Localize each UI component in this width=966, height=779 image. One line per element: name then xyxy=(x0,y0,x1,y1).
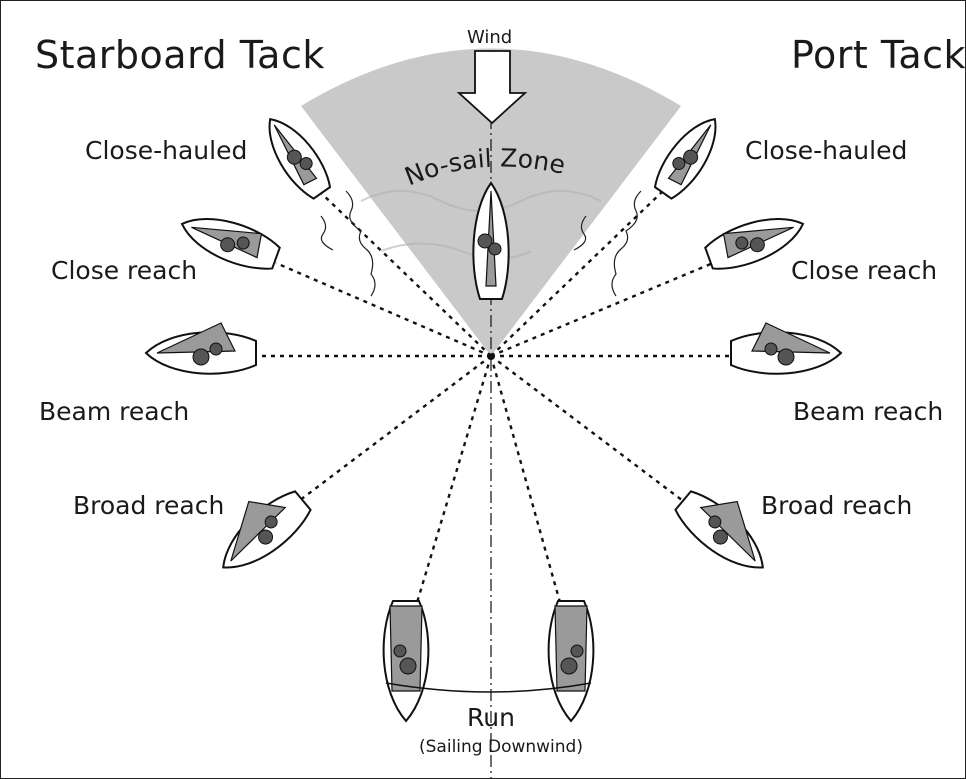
boat-close-hauled-right xyxy=(653,117,717,200)
boat-broad-reach-right xyxy=(674,490,764,569)
boat-beam-reach-right xyxy=(730,322,843,375)
wake-right xyxy=(611,190,642,297)
label-close-hauled-left: Close-hauled xyxy=(85,136,248,165)
label-run: Run xyxy=(467,703,515,732)
heading-line-close-hauled-left xyxy=(318,190,492,357)
label-close-hauled-right: Close-hauled xyxy=(745,136,908,165)
boat-run-left xyxy=(382,600,430,723)
wake-right-2 xyxy=(573,215,587,251)
label-run-note: (Sailing Downwind) xyxy=(419,737,583,757)
wake-left-2 xyxy=(320,215,334,251)
heading-line-run-left xyxy=(414,355,493,607)
boat-close-hauled-left xyxy=(268,117,332,200)
heading-line-close-reach-right xyxy=(490,261,714,358)
port-tack-title: Port Tack xyxy=(791,33,966,77)
boat-close-reach-left xyxy=(180,218,281,270)
boat-close-reach-right xyxy=(704,218,805,270)
label-close-reach-right: Close reach xyxy=(791,256,938,285)
run-boats-connector xyxy=(385,682,592,693)
label-beam-reach-right: Beam reach xyxy=(793,397,944,426)
wake-marks xyxy=(320,190,642,297)
wind-label: Wind xyxy=(467,27,513,48)
boat-beam-reach-left xyxy=(144,322,257,375)
heading-line-close-reach-left xyxy=(275,261,492,358)
label-broad-reach-left: Broad reach xyxy=(73,491,225,520)
label-close-reach-left: Close reach xyxy=(51,256,198,285)
heading-line-broad-reach-right xyxy=(490,355,704,517)
heading-lines xyxy=(256,190,733,607)
wake-left xyxy=(345,190,376,297)
boat-run-right xyxy=(547,600,595,723)
label-broad-reach-right: Broad reach xyxy=(761,491,913,520)
starboard-tack-title: Starboard Tack xyxy=(35,33,325,77)
heading-line-close-hauled-right xyxy=(490,190,664,357)
wind-arrow xyxy=(456,50,528,125)
heading-line-broad-reach-left xyxy=(278,355,492,517)
label-beam-reach-left: Beam reach xyxy=(39,397,190,426)
heading-line-run-right xyxy=(489,355,563,607)
boat-no-sail-zone xyxy=(472,181,510,300)
boat-broad-reach-left xyxy=(222,490,312,569)
